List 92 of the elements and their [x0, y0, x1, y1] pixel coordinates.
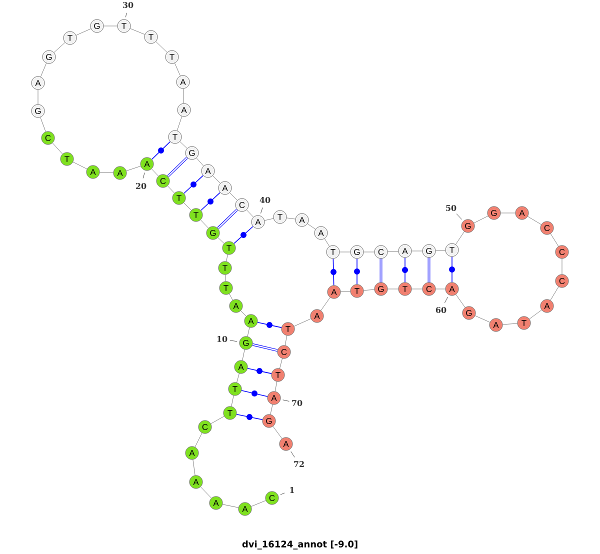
backbone-line: [176, 116, 182, 131]
base-pair-line: [241, 390, 268, 397]
backbone-line: [126, 166, 141, 172]
base-pair-line: [151, 141, 171, 160]
backbone-line: [324, 238, 330, 247]
position-number: 72: [294, 461, 304, 467]
base-pair-line: [236, 414, 263, 420]
base-pair-line: [449, 256, 455, 283]
backbone-line: [184, 202, 192, 210]
backbone-line: [210, 416, 224, 424]
position-number: 30: [123, 2, 134, 8]
base-pair-line: [217, 208, 238, 230]
backbone-line: [500, 212, 516, 214]
backbone-line: [529, 310, 542, 320]
backbone-line: [474, 315, 490, 322]
base-pair-line: [184, 175, 204, 194]
backbone-line: [226, 254, 228, 262]
backbone-line: [52, 142, 63, 154]
base-pair-line: [252, 343, 278, 352]
backbone-line: [236, 373, 240, 383]
backbone-line: [229, 294, 233, 300]
backbone-line: [388, 251, 398, 252]
backbone-line: [264, 218, 274, 221]
backbone-line: [550, 233, 559, 247]
backbone-line: [307, 224, 316, 230]
backbone-line: [294, 318, 312, 326]
backbone-line: [246, 210, 254, 218]
base-pair-line: [330, 258, 336, 286]
backbone-line: [456, 231, 464, 245]
backbone-line: [72, 162, 88, 170]
backbone-line: [412, 250, 422, 252]
base-pair-line: [167, 156, 188, 178]
backbone-line: [436, 250, 446, 251]
base-pair-line: [247, 368, 272, 374]
backbone-line: [192, 459, 196, 476]
position-number: 40: [260, 196, 270, 203]
backbone-line: [100, 172, 114, 173]
base-pair-line: [428, 258, 430, 282]
backbone-line: [200, 486, 212, 498]
backbone-line: [156, 41, 168, 53]
backbone-line: [174, 62, 181, 76]
backbone-line: [247, 327, 250, 337]
backbone-line: [54, 42, 66, 53]
backbone-line: [183, 88, 184, 104]
backbone-line: [456, 294, 466, 308]
backbone-line: [251, 500, 266, 507]
base-pair-line: [200, 192, 220, 211]
backbone-line: [412, 288, 422, 290]
backbone-line: [40, 62, 47, 78]
backbone-line: [196, 158, 204, 166]
backbone-line: [274, 381, 278, 392]
backbone-line: [320, 297, 330, 311]
backbone-line: [528, 216, 542, 225]
backbone-line: [200, 220, 209, 228]
base-pair-line: [402, 257, 408, 283]
backbone-line: [180, 141, 188, 149]
backbone-line: [284, 335, 288, 346]
backbone-line: [167, 186, 175, 194]
backbone-line: [222, 504, 239, 508]
position-number: 1: [290, 487, 294, 493]
backbone-line: [218, 237, 224, 244]
backbone-line: [286, 218, 296, 220]
backbone-line: [272, 426, 282, 439]
base-pair-line: [234, 226, 254, 244]
backbone-line: [340, 291, 350, 292]
backbone-line: [388, 288, 398, 290]
backbone-line: [230, 192, 238, 200]
backbone-line: [270, 404, 273, 415]
backbone-line: [363, 289, 375, 291]
backbone-line: [194, 432, 202, 448]
position-number: 10: [217, 336, 228, 342]
position-number: 70: [292, 400, 302, 406]
base-pair-line: [354, 258, 360, 285]
backbone-line: [436, 288, 446, 290]
title: dvi_16124_annot [-9.0]: [242, 540, 358, 550]
backbone-line: [474, 216, 488, 224]
backbone-line: [151, 168, 159, 176]
base-pair-line: [380, 258, 382, 282]
backbone-line: [279, 358, 283, 369]
backbone-line: [76, 28, 92, 36]
position-number: 50: [446, 204, 456, 211]
backbone-line: [502, 323, 518, 325]
backbone-line: [242, 349, 245, 361]
backbone-line: [40, 117, 46, 132]
backbone-line: [225, 274, 226, 282]
backbone-line: [550, 286, 559, 300]
backbone-line: [212, 176, 220, 184]
position-number: 60: [436, 306, 446, 313]
backbone-line: [231, 395, 234, 407]
position-number: 20: [136, 182, 146, 189]
backbone-line: [130, 28, 145, 35]
base-pair-line: [257, 322, 282, 328]
